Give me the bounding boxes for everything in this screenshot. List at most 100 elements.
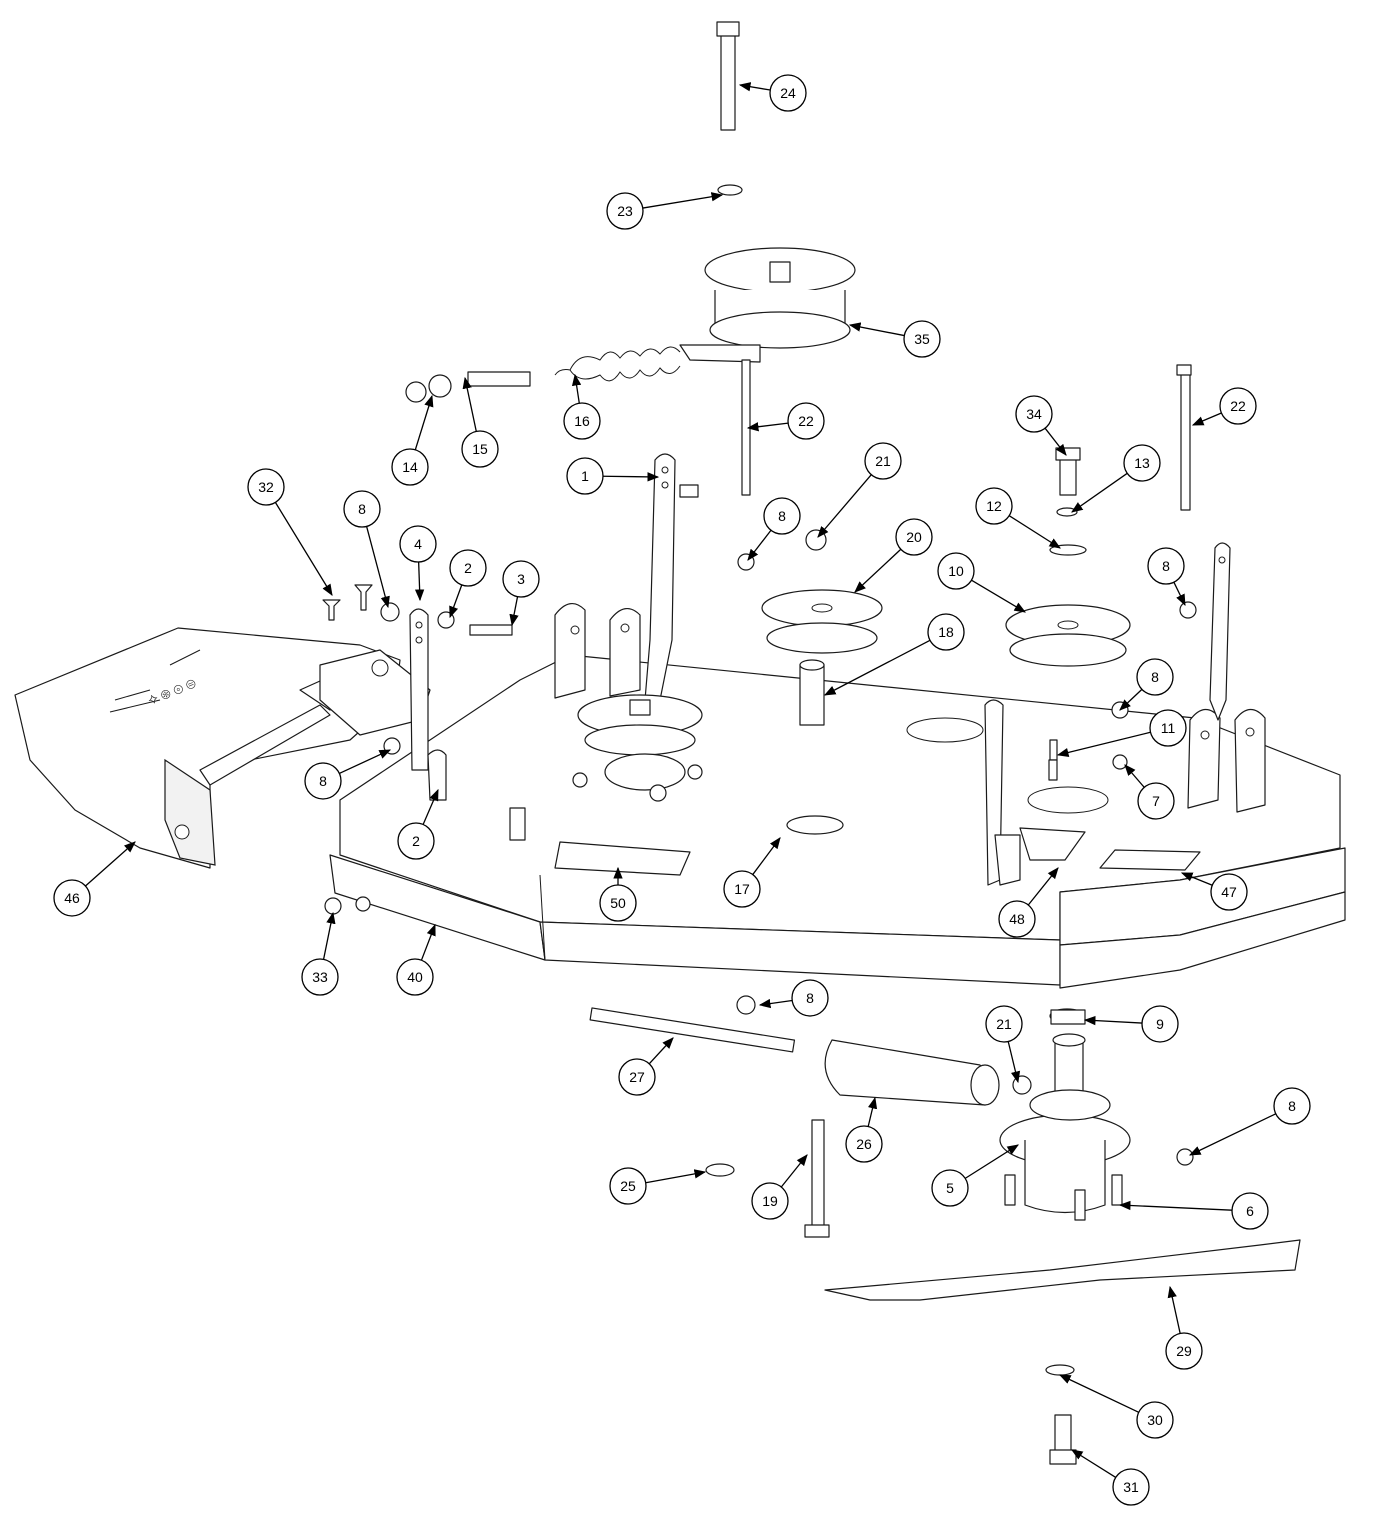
callout-label: 8 <box>1162 558 1170 574</box>
rods-and-bolts <box>467 21 1192 1465</box>
callout-label: 19 <box>762 1193 778 1209</box>
leader-line <box>449 584 463 619</box>
callout-bubble <box>1149 709 1187 747</box>
callout-bubble <box>396 958 434 996</box>
callout-15: 15 <box>461 376 499 468</box>
center-pulley <box>577 694 703 791</box>
idler-pulley-35 <box>679 247 856 363</box>
callout-bubble <box>53 879 91 917</box>
callout-label: 14 <box>402 459 418 475</box>
leader-line <box>1056 731 1151 758</box>
callout-26: 26 <box>845 1096 883 1163</box>
leader-line <box>1118 1200 1233 1211</box>
callout-bubble <box>397 822 435 860</box>
callout-bubble <box>1136 658 1174 696</box>
callout-32: 32 <box>247 468 333 596</box>
leader-line <box>1083 1015 1143 1026</box>
leader-line <box>1173 581 1186 607</box>
callout-label: 46 <box>64 890 80 906</box>
leader-line <box>1071 472 1128 513</box>
callout-label: 32 <box>258 479 274 495</box>
leader-line <box>1044 427 1067 456</box>
callout-7: 7 <box>1124 764 1175 820</box>
callout-bubble <box>845 1125 883 1163</box>
leader-line <box>422 788 439 825</box>
leader-line <box>1119 688 1143 711</box>
callout-3: 3 <box>502 560 540 627</box>
callout-label: 12 <box>986 498 1002 514</box>
callout-bubble <box>937 552 975 590</box>
callout-label: 21 <box>996 1016 1012 1032</box>
leader-line <box>365 526 390 609</box>
callout-label: 5 <box>946 1180 954 1196</box>
leader-line <box>1058 1374 1140 1413</box>
callout-20: 20 <box>854 518 933 593</box>
callout-bubble <box>975 487 1013 525</box>
callout-label: 48 <box>1009 911 1025 927</box>
callout-16: 16 <box>563 373 601 440</box>
leader-line <box>1071 1449 1117 1478</box>
callout-label: 20 <box>906 529 922 545</box>
leader-line <box>817 474 872 538</box>
callout-23: 23 <box>606 192 724 230</box>
callout-bubble <box>461 430 499 468</box>
leader-line <box>1008 515 1061 549</box>
callout-bubble <box>609 1167 647 1205</box>
callout-8: 8 <box>304 749 392 800</box>
callout-4: 4 <box>399 525 437 602</box>
callout-35: 35 <box>848 320 941 358</box>
callout-label: 6 <box>1246 1203 1254 1219</box>
callout-bubble <box>502 560 540 598</box>
callout-22: 22 <box>1191 387 1257 426</box>
leader-line <box>848 322 905 337</box>
callout-label: 27 <box>629 1069 645 1085</box>
callout-1: 1 <box>566 457 660 495</box>
callout-11: 11 <box>1056 709 1187 758</box>
leader-line <box>274 502 333 596</box>
callout-bubble <box>1231 1192 1269 1230</box>
callout-bubble <box>1147 547 1185 585</box>
callout-label: 35 <box>914 331 930 347</box>
leader-line <box>1027 867 1059 906</box>
blade-29 <box>824 1239 1301 1301</box>
leader-line <box>420 923 436 961</box>
callout-33: 33 <box>301 911 339 996</box>
callout-label: 9 <box>1156 1016 1164 1032</box>
leader-line <box>85 841 136 887</box>
callout-label: 50 <box>610 895 626 911</box>
callout-label: 34 <box>1026 406 1042 422</box>
spindle-assembly <box>999 1008 1131 1214</box>
callout-label: 21 <box>875 453 891 469</box>
callout-bubble <box>1210 873 1248 911</box>
callout-bubble <box>985 1005 1023 1043</box>
callout-bubble <box>895 518 933 556</box>
callout-25: 25 <box>609 1167 707 1205</box>
callout-bubble <box>566 457 604 495</box>
pulley-10 <box>1005 604 1131 667</box>
callout-bubble <box>787 402 825 440</box>
callout-bubble <box>1165 1332 1203 1370</box>
callout-label: 31 <box>1123 1479 1139 1495</box>
callout-bubble <box>1137 782 1175 820</box>
leader-line <box>854 548 902 593</box>
callout-label: 40 <box>407 969 423 985</box>
leader-line <box>509 596 519 627</box>
callout-6: 6 <box>1118 1192 1269 1230</box>
callout-bubble <box>449 549 487 587</box>
callout-label: 8 <box>806 990 814 1006</box>
callout-label: 1 <box>581 468 589 484</box>
callout-12: 12 <box>975 487 1061 549</box>
callout-40: 40 <box>396 923 436 996</box>
pulley-20 <box>761 589 883 654</box>
leader-line <box>414 394 434 450</box>
lift-arm-right-front <box>984 699 1021 886</box>
callout-label: 30 <box>1147 1412 1163 1428</box>
callout-47: 47 <box>1180 872 1248 911</box>
callout-8: 8 <box>758 979 829 1017</box>
leader-line <box>780 1154 808 1188</box>
callout-label: 22 <box>1230 398 1246 414</box>
leader-line <box>1007 1041 1021 1084</box>
callout-label: 13 <box>1134 455 1150 471</box>
callout-bubble <box>563 402 601 440</box>
callout-46: 46 <box>53 841 136 917</box>
